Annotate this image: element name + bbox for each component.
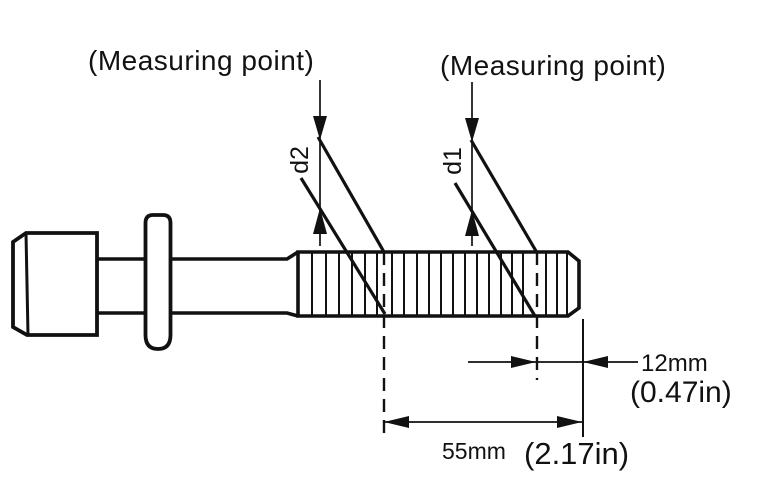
bolt-shank bbox=[98, 250, 299, 318]
d1-extension-line-top bbox=[469, 139, 538, 252]
bolt-head bbox=[11, 231, 99, 337]
d1-arrow-up-icon bbox=[465, 210, 479, 236]
dim-55mm-imperial-text: (2.17in) bbox=[524, 436, 630, 471]
dim-55mm-arrow-left-icon bbox=[384, 416, 409, 428]
d1-arrow-down-icon bbox=[465, 118, 479, 142]
d2-label: d2 bbox=[285, 146, 314, 174]
measuring-point-label-left: (Measuring point) bbox=[88, 45, 315, 76]
dim-12mm-metric-text: 12mm bbox=[641, 350, 708, 377]
bolt-flange bbox=[143, 213, 173, 351]
d2-arrow-up-icon bbox=[313, 208, 327, 234]
d1-extension-line-bottom bbox=[453, 182, 537, 317]
d2-arrow-down-icon bbox=[313, 116, 327, 140]
dim-55mm-arrow-right-icon bbox=[557, 416, 582, 428]
d2-callout bbox=[299, 80, 387, 315]
dim-12mm-imperial-text: (0.47in) bbox=[630, 376, 732, 409]
dim-12mm-arrow-right-icon bbox=[511, 356, 536, 368]
bolt-threaded-section bbox=[296, 250, 581, 318]
dimension-12mm bbox=[468, 319, 638, 437]
shank-top-line bbox=[98, 250, 299, 261]
thread-lines bbox=[311, 253, 568, 315]
d2-extension-line-top bbox=[316, 136, 386, 253]
thread-outline bbox=[296, 250, 581, 318]
d1-callout bbox=[453, 82, 538, 317]
measuring-point-label-right: (Measuring point) bbox=[440, 50, 667, 81]
dim-12mm-arrow-left-icon bbox=[583, 356, 608, 368]
bolt-head-chamfer-edge bbox=[24, 232, 30, 336]
dim-55mm-metric-text: 55mm bbox=[442, 438, 506, 464]
dimension-55mm bbox=[384, 416, 582, 428]
shank-bottom-line bbox=[98, 311, 299, 318]
d2-extension-line-bottom bbox=[299, 177, 387, 315]
d1-label: d1 bbox=[438, 147, 467, 175]
